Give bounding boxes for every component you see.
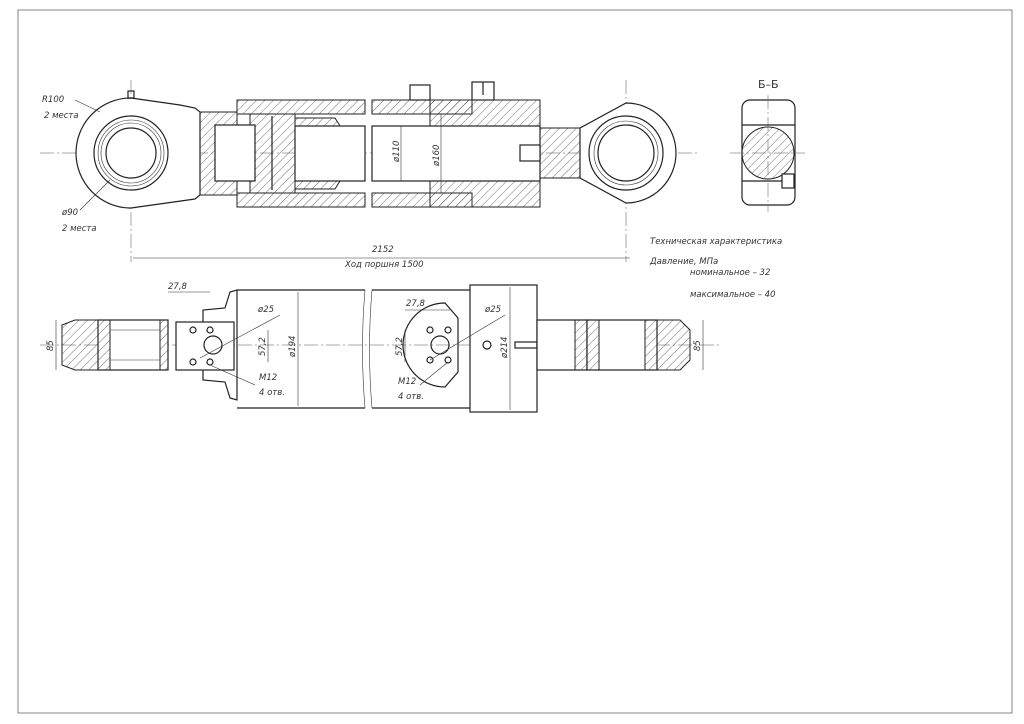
pressure-nominal: номинальное – 32 <box>690 268 770 278</box>
left-eye-width: 85 <box>46 340 56 351</box>
right-eye <box>579 102 677 204</box>
left-spacing: 27,8 <box>168 282 188 292</box>
section-title: Б–Б <box>758 78 779 91</box>
top-view <box>40 80 700 262</box>
gland <box>429 99 541 127</box>
bore-qty: 2 места <box>62 224 97 234</box>
left-port-dia: ø25 <box>257 305 274 315</box>
radius-label: R100 <box>42 95 64 105</box>
flange-dia: ø214 <box>500 337 510 359</box>
right-holes: 4 отв. <box>398 392 424 402</box>
specs-title: Техническая характеристика <box>650 237 782 247</box>
tube-dia: ø194 <box>288 336 298 358</box>
radius-qty: 2 места <box>44 111 79 121</box>
left-thread: M12 <box>259 373 277 383</box>
left-holes: 4 отв. <box>259 388 285 398</box>
bottom-view <box>40 284 720 413</box>
rod <box>294 125 366 182</box>
right-height: 57,2 <box>395 337 405 356</box>
sheet-frame <box>17 9 1013 714</box>
overall-length: 2152 <box>372 245 394 255</box>
grease-nipple <box>127 90 135 99</box>
right-thread: M12 <box>398 377 416 387</box>
tube <box>237 289 470 409</box>
bore-label: ø90 <box>61 208 78 218</box>
section-view <box>730 95 805 212</box>
pressure-label: Давление, МПа <box>649 257 718 267</box>
stroke-label: Ход поршня 1500 <box>344 260 424 270</box>
right-port-dia: ø25 <box>484 305 501 315</box>
left-height: 57,2 <box>258 337 268 356</box>
piston-dia: ø160 <box>432 145 442 167</box>
right-spacing: 27,8 <box>406 299 426 309</box>
pressure-maximum: максимальное – 40 <box>690 290 775 300</box>
left-port-block <box>175 321 235 371</box>
right-eye-width: 85 <box>693 340 703 351</box>
rod-dia: ø110 <box>392 141 402 163</box>
